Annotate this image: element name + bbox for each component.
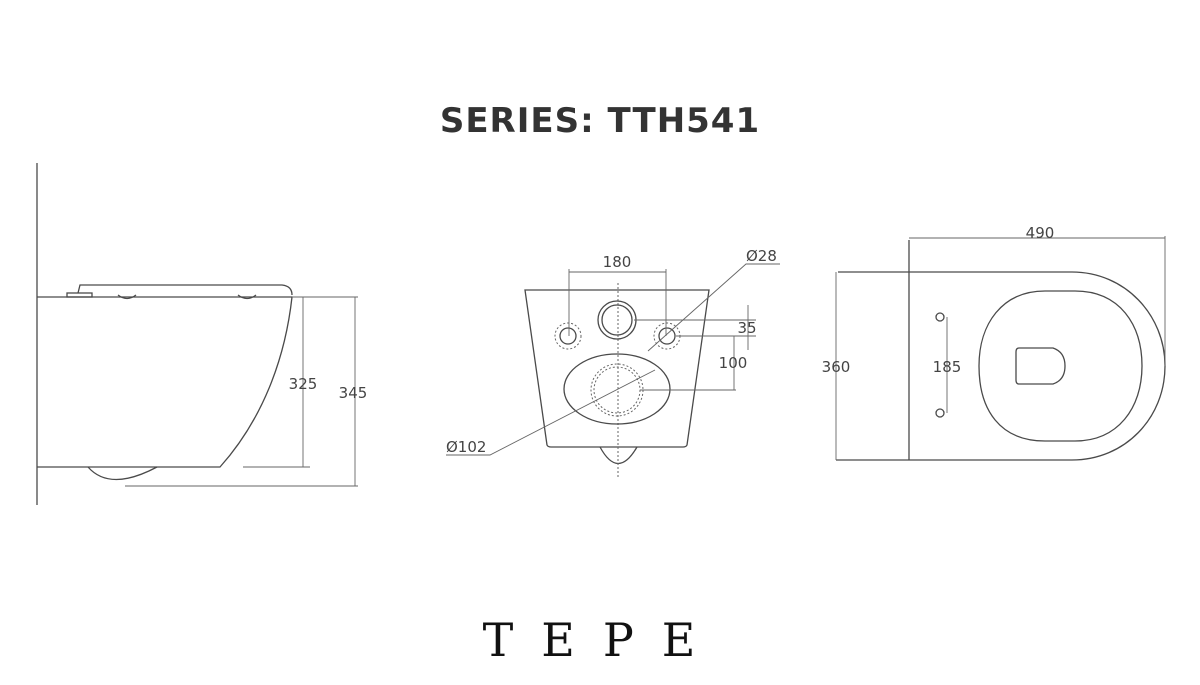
side-view: 325 345 <box>36 163 368 505</box>
dim-35-label: 35 <box>737 319 756 337</box>
dim-490-label: 490 <box>1026 224 1055 242</box>
bowl-opening <box>978 290 1143 442</box>
inlet-outer <box>597 300 637 340</box>
dim-345-label: 345 <box>339 384 368 402</box>
dim-d102-label: Ø102 <box>446 438 486 456</box>
dim-360-label: 360 <box>822 358 851 376</box>
outlet-oval <box>563 353 671 425</box>
rim-outlet <box>1015 347 1066 385</box>
top-view: 185 360 490 <box>822 224 1166 461</box>
inlet-inner <box>601 304 633 336</box>
seat-cover <box>77 284 293 296</box>
bowl-back-outline <box>524 289 710 448</box>
fixing-hole-right <box>658 327 676 345</box>
dim-d28-label: Ø28 <box>746 247 777 265</box>
series-title: SERIES: TTH541 <box>440 101 760 141</box>
dim-185-label: 185 <box>933 358 962 376</box>
outlet-bump <box>87 466 158 480</box>
seat-buffers <box>117 294 257 300</box>
seat-fixing-hole <box>935 408 945 418</box>
dim-325-label: 325 <box>289 375 318 393</box>
dim-180-label: 180 <box>603 253 632 271</box>
seat-fixing-hole <box>935 312 945 322</box>
hinge <box>66 292 93 298</box>
dim-100-label: 100 <box>719 354 748 372</box>
brand-logo: TEPE <box>483 613 724 667</box>
front-view: 180 Ø28 Ø102 35 100 <box>446 247 780 478</box>
fixing-hole-left <box>559 327 577 345</box>
bowl-body <box>37 296 293 468</box>
bowl-top-outline <box>836 271 1166 461</box>
